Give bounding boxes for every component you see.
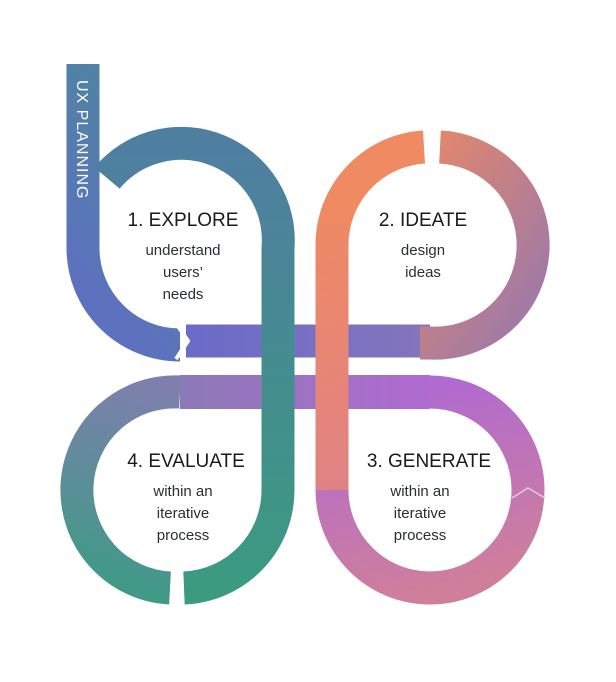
step-description-line: process (394, 527, 447, 544)
step-ideate: 2. IDEATE design ideas (379, 210, 467, 281)
evaluate-loop-left (60, 375, 181, 605)
ux-planning-label: UX PLANNING (73, 80, 90, 199)
step-description-line: within an (152, 483, 212, 500)
step-evaluate: 4. EVALUATE within an iterative process (127, 451, 245, 544)
chevron-notch-explore (174, 321, 191, 361)
step-description-line: needs (163, 286, 204, 303)
ideate-loop-right (420, 130, 550, 360)
chevron-notch-ideate (425, 128, 438, 166)
step-generate: 3. GENERATE within an iterative process (367, 451, 491, 544)
step-description-line: users’ (163, 264, 203, 281)
step-description-line: ideas (405, 264, 441, 281)
explore-loop-lower (66, 64, 181, 362)
chevron-notch-evaluate (171, 569, 184, 607)
step-description-line: iterative (394, 505, 447, 522)
explore-loop-upper (94, 126, 295, 605)
step-description-line: understand (145, 242, 220, 259)
step-title: 1. EXPLORE (128, 210, 239, 231)
chevron-notch-generate (511, 487, 546, 499)
step-title: 4. EVALUATE (127, 451, 245, 472)
step-description-line: design (401, 242, 445, 259)
step-description-line: iterative (157, 505, 210, 522)
generate-loop (315, 375, 545, 605)
ideate-loop-left (315, 130, 426, 490)
step-description-line: within an (389, 483, 449, 500)
step-explore: 1. EXPLORE understand users’ needs (128, 210, 239, 303)
step-title: 3. GENERATE (367, 451, 491, 472)
step-description-line: process (157, 527, 210, 544)
step-title: 2. IDEATE (379, 210, 467, 231)
